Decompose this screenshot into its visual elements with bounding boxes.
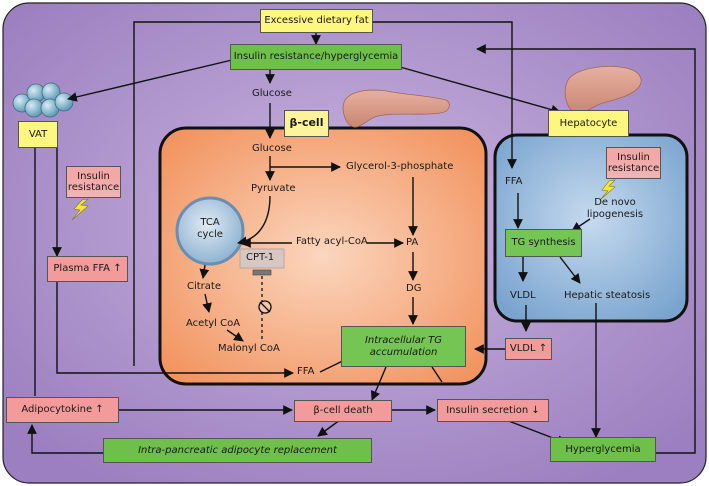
insulin-resistance-hyperglycemia-box: Insulin resistance/hyperglycemia [230, 44, 402, 70]
citrate-label: Citrate [187, 281, 221, 292]
hepatic-steatosis-label: Hepatic steatosis [564, 290, 651, 301]
cpt1-box [239, 248, 285, 269]
tg-synthesis-box: TG synthesis [505, 229, 582, 257]
arrow-fat-right [372, 21, 517, 169]
excessive-dietary-fat-box: Excessive dietary fat [260, 9, 373, 33]
dg-label: DG [406, 283, 422, 294]
intra-pancreatic-replacement-box: Intra-pancreatic adipocyte replacement [103, 438, 372, 463]
vldl-up-box: VLDL ↑ [505, 338, 552, 360]
de-novo-lipogenesis-label: De novo lipogenesis [586, 197, 644, 220]
arrow-hyper-feedback [476, 44, 696, 454]
arrow-replace-adipo [27, 424, 103, 454]
arrow-tg-secretion [431, 366, 443, 383]
arrow-tgsyn-steatosis [559, 256, 581, 284]
hyperglycemia-box: Hyperglycemia [550, 437, 656, 462]
pyruvate-label: Pyruvate [251, 183, 296, 194]
arrow-tca-citrate [199, 264, 210, 279]
insulin-resistance-right-box: Insulin resistance [606, 147, 661, 179]
fat-cluster-icon [12, 82, 74, 118]
beta-cell-box: β-cell [284, 110, 329, 137]
lightning-right-icon [599, 179, 616, 201]
adipocytokine-box: Adipocytokine ↑ [6, 397, 119, 423]
arrow-ir-vat [67, 59, 233, 102]
arrow-death-replace [317, 419, 341, 437]
insulin-resistance-left-box: Insulin resistance [66, 166, 121, 198]
arrow-tg-death [370, 366, 387, 401]
arrow-plasma-ffa [56, 282, 294, 378]
glucose-top-label: Glucose [252, 88, 292, 99]
malonyl-coa-label: Malonyl CoA [218, 343, 280, 354]
acetyl-coa-label: Acetyl CoA [186, 318, 241, 329]
arrow-fat-left [133, 21, 260, 366]
plasma-ffa-box: Plasma FFA ↑ [47, 256, 128, 282]
hepatocyte-box: Hepatocyte [548, 110, 629, 137]
intracellular-tg-box: Intracellular TG accumulation [341, 326, 466, 367]
pancreas-icon [342, 89, 450, 128]
fatty-acyl-coa-label: Fatty acyl-CoA [296, 236, 368, 247]
pa-label: PA [406, 237, 419, 248]
cpt1-inhibition [252, 269, 272, 341]
glucose-inner-label: Glucose [252, 143, 292, 154]
glycerol-3-phosphate-label: Glycerol-3-phosphate [346, 161, 454, 172]
arrow-acetyl-malonyl [226, 329, 244, 342]
tca-cycle-label: TCA cycle [197, 217, 223, 240]
vldl-label: VLDL [510, 290, 536, 301]
vat-box: VAT [18, 121, 58, 148]
cpt1-label: CPT-1 [246, 252, 275, 263]
arrow-ir-hepatocyte [399, 66, 561, 115]
ffa-liver-label: FFA [505, 176, 523, 187]
tca-cycle-circle [175, 196, 245, 266]
insulin-secretion-box: Insulin secretion ↓ [437, 399, 549, 422]
ffa-inner-label: FFA [297, 366, 315, 377]
arrow-citrate-acetyl [202, 293, 212, 313]
lightning-left-icon [71, 198, 90, 221]
beta-cell-death-box: β-cell death [294, 400, 392, 422]
